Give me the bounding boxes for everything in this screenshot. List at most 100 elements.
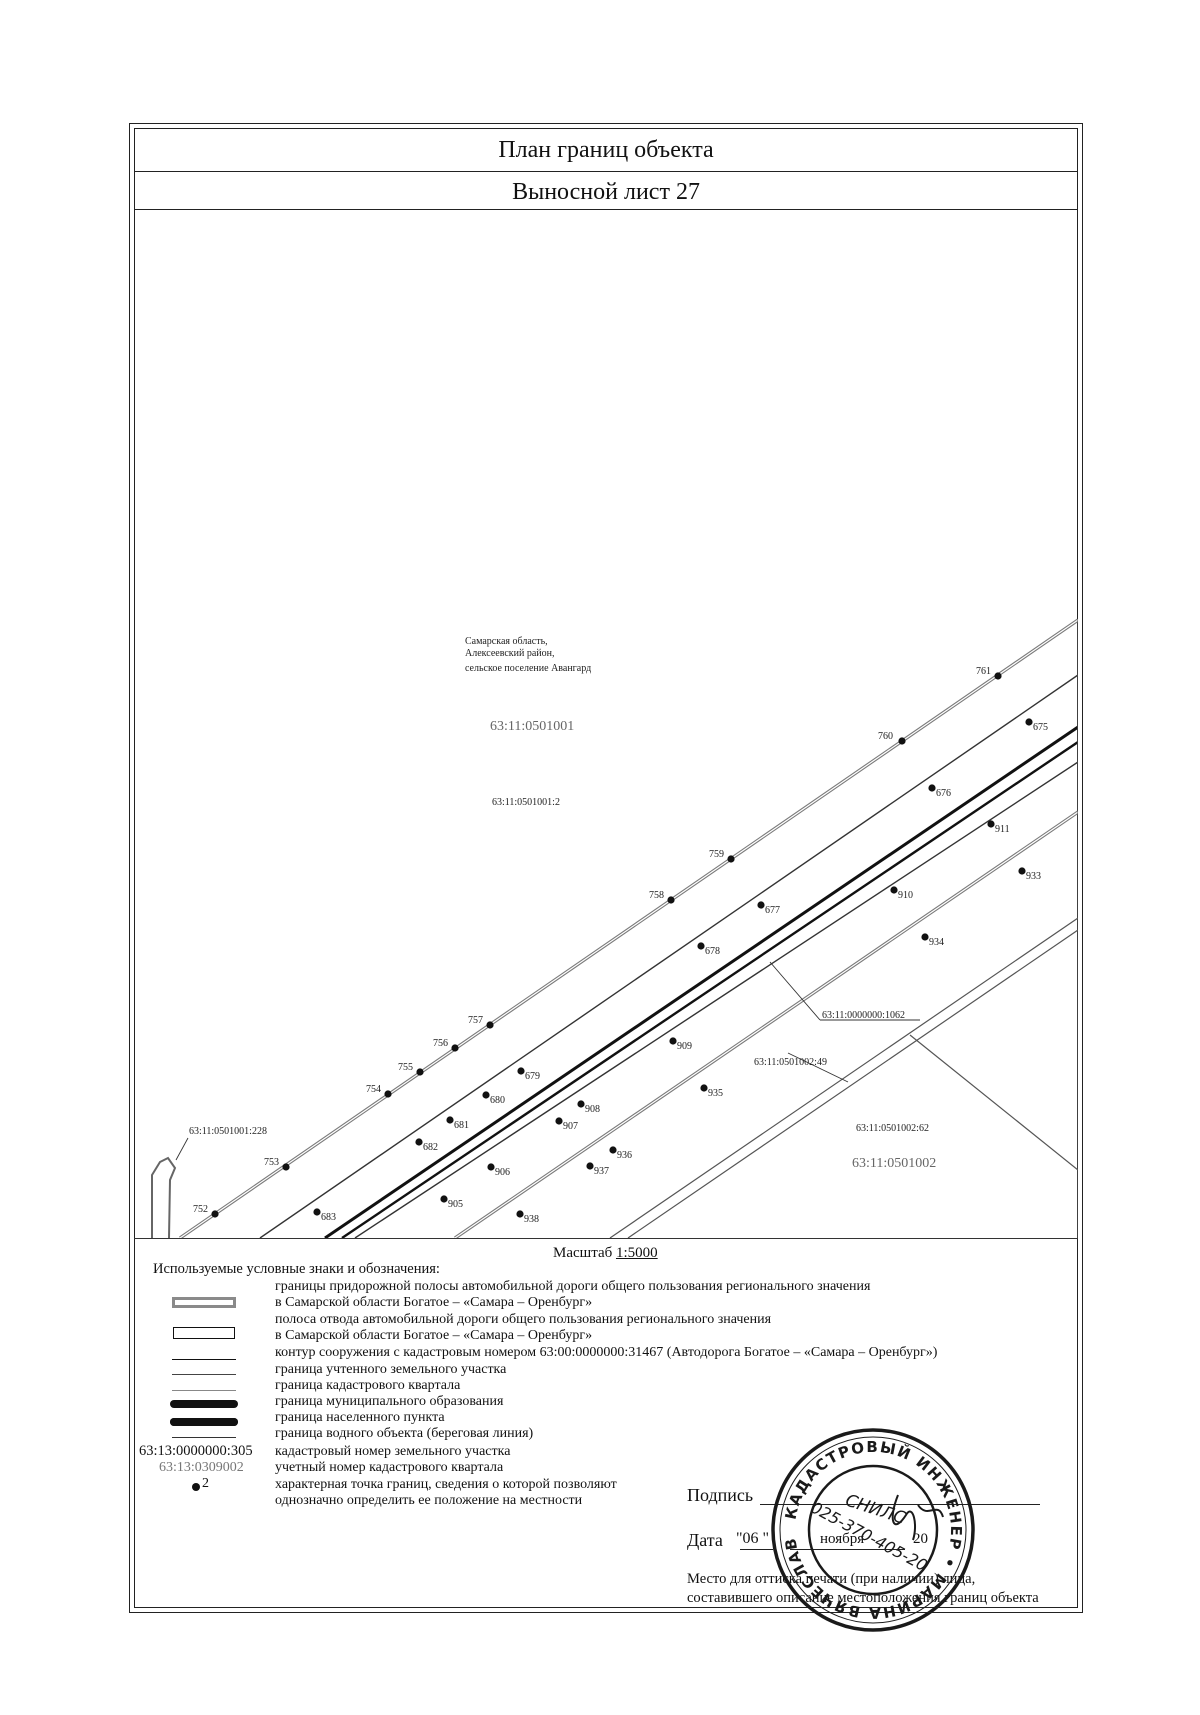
scale-caption: Масштаб — [553, 1245, 613, 1261]
boundary-point-677 — [757, 901, 765, 909]
boundary-point-907 — [555, 1117, 563, 1125]
legend-roadside-1: границы придорожной полосы автомобильной… — [275, 1279, 871, 1294]
scale-value: 1:5000 — [615, 1245, 658, 1261]
legend-parcel-boundary: граница учтенного земельного участка — [275, 1362, 507, 1377]
signature-label: Подпись — [687, 1485, 754, 1505]
point-label-675: 675 — [1033, 722, 1048, 733]
point-label-934: 934 — [929, 937, 944, 948]
right-of-way-boundaries — [259, 674, 1078, 1238]
quarter-boundaries — [609, 620, 1078, 1238]
boundary-point-675 — [1025, 718, 1033, 726]
legend-structure: контур сооружения с кадастровым номером … — [275, 1345, 938, 1360]
point-label-909: 909 — [677, 1041, 692, 1052]
point-label-756: 756 — [433, 1038, 448, 1049]
point-label-757: 757 — [468, 1015, 483, 1026]
roadside-strip-symbol — [172, 1297, 236, 1308]
point-label-752: 752 — [193, 1204, 208, 1215]
legend-roadside-2: в Самарской области Богатое – «Самара – … — [275, 1295, 593, 1310]
boundary-point-680 — [482, 1091, 490, 1099]
boundary-point-679 — [517, 1067, 525, 1075]
point-label-681: 681 — [454, 1120, 469, 1131]
sheet-number: Выносной лист 27 — [134, 172, 1078, 210]
point-label-935: 935 — [708, 1088, 723, 1099]
region-line-3: сельское поселение Авангард — [465, 663, 591, 674]
point-label-910: 910 — [898, 890, 913, 901]
date-day: "06 " — [736, 1530, 770, 1547]
point-label-682: 682 — [423, 1142, 438, 1153]
boundary-point-756 — [451, 1044, 459, 1052]
point-label-676: 676 — [936, 788, 951, 799]
boundary-point-683 — [313, 1208, 321, 1216]
legend-municipal-boundary: граница муниципального образования — [275, 1394, 504, 1409]
date-year: 20 — [913, 1531, 928, 1547]
legend-water-boundary: граница водного объекта (береговая линия… — [275, 1426, 534, 1441]
right-of-way-symbol — [173, 1327, 235, 1339]
date-month-line — [790, 1549, 905, 1550]
boundary-point-755 — [416, 1068, 424, 1076]
boundary-point-937 — [586, 1162, 594, 1170]
parcel-label-49: 63:11:0501002:49 — [754, 1057, 827, 1068]
quarter-label-1: 63:11:0501001 — [490, 719, 574, 734]
point-label-911: 911 — [995, 824, 1010, 835]
legend-row-2: в Самарской области Богатое – «Самара – … — [275, 1328, 593, 1343]
sample-quarter-number: 63:13:0309002 — [159, 1460, 244, 1475]
point-label-905: 905 — [448, 1199, 463, 1210]
boundary-point-909 — [669, 1037, 677, 1045]
legend-point-2: однозначно определить ее положение на ме… — [275, 1493, 583, 1508]
boundary-point-757 — [486, 1021, 494, 1029]
structure-contour-symbol — [172, 1359, 236, 1360]
legend-quarter-boundary: граница кадастрового квартала — [275, 1378, 461, 1393]
settlement-boundary-symbol — [170, 1418, 238, 1426]
boundary-point-681 — [446, 1116, 454, 1124]
map-labels: Самарская область, Алексеевский район, с… — [189, 636, 936, 1171]
region-line-2: Алексеевский район, — [465, 648, 555, 659]
point-label-761: 761 — [976, 666, 991, 677]
boundary-point-933 — [1018, 867, 1026, 875]
point-label-760: 760 — [878, 731, 893, 742]
point-label-753: 753 — [264, 1157, 279, 1168]
boundary-point-910 — [890, 886, 898, 894]
boundary-point-678 — [697, 942, 705, 950]
label-leaders — [175, 961, 920, 1161]
water-boundary-symbol — [172, 1437, 236, 1438]
boundary-point-906 — [487, 1163, 495, 1171]
road-structure-contour — [324, 725, 1078, 1238]
sample-point-number: 2 — [202, 1476, 209, 1491]
boundary-point-911 — [987, 820, 995, 828]
boundary-point-760 — [898, 737, 906, 745]
parcel-228-contour — [151, 1156, 177, 1238]
boundary-point-682 — [415, 1138, 423, 1146]
registered-parcel-symbol — [172, 1374, 236, 1375]
municipal-boundary-symbol — [170, 1400, 238, 1408]
boundary-point-908 — [577, 1100, 585, 1108]
sheet-outer-frame — [129, 123, 1083, 1613]
boundary-point-758 — [667, 896, 675, 904]
point-label-937: 937 — [594, 1166, 609, 1177]
boundary-point-936 — [609, 1146, 617, 1154]
legend-point-1: характерная точка границ, сведения о кот… — [275, 1477, 617, 1492]
legend-row-1: полоса отвода автомобильной дороги общег… — [275, 1312, 772, 1327]
point-label-933: 933 — [1026, 871, 1041, 882]
boundary-point-676 — [928, 784, 936, 792]
boundary-point-905 — [440, 1195, 448, 1203]
structure-label-1062: 63:11:0000000:1062 — [822, 1010, 905, 1021]
roadside-strip-boundaries — [179, 618, 1078, 1238]
boundary-point-754 — [384, 1090, 392, 1098]
legend-parcel-number: кадастровый номер земельного участка — [275, 1444, 511, 1459]
boundary-point-753 — [282, 1163, 290, 1171]
boundary-point-761 — [994, 672, 1002, 680]
point-label-906: 906 — [495, 1167, 510, 1178]
point-label-759: 759 — [709, 849, 724, 860]
point-label-938: 938 — [524, 1214, 539, 1225]
handwritten-signature — [891, 1494, 944, 1541]
point-label-758: 758 — [649, 890, 664, 901]
point-label-678: 678 — [705, 946, 720, 957]
scale-label: Масштаб 1:5000 — [553, 1245, 658, 1262]
parcel-label-2: 63:11:0501001:2 — [492, 797, 560, 808]
point-label-683: 683 — [321, 1212, 336, 1223]
quarter-boundary-symbol — [172, 1390, 236, 1391]
point-label-680: 680 — [490, 1095, 505, 1106]
signature-line — [760, 1504, 1040, 1505]
boundary-point-752 — [211, 1210, 219, 1218]
